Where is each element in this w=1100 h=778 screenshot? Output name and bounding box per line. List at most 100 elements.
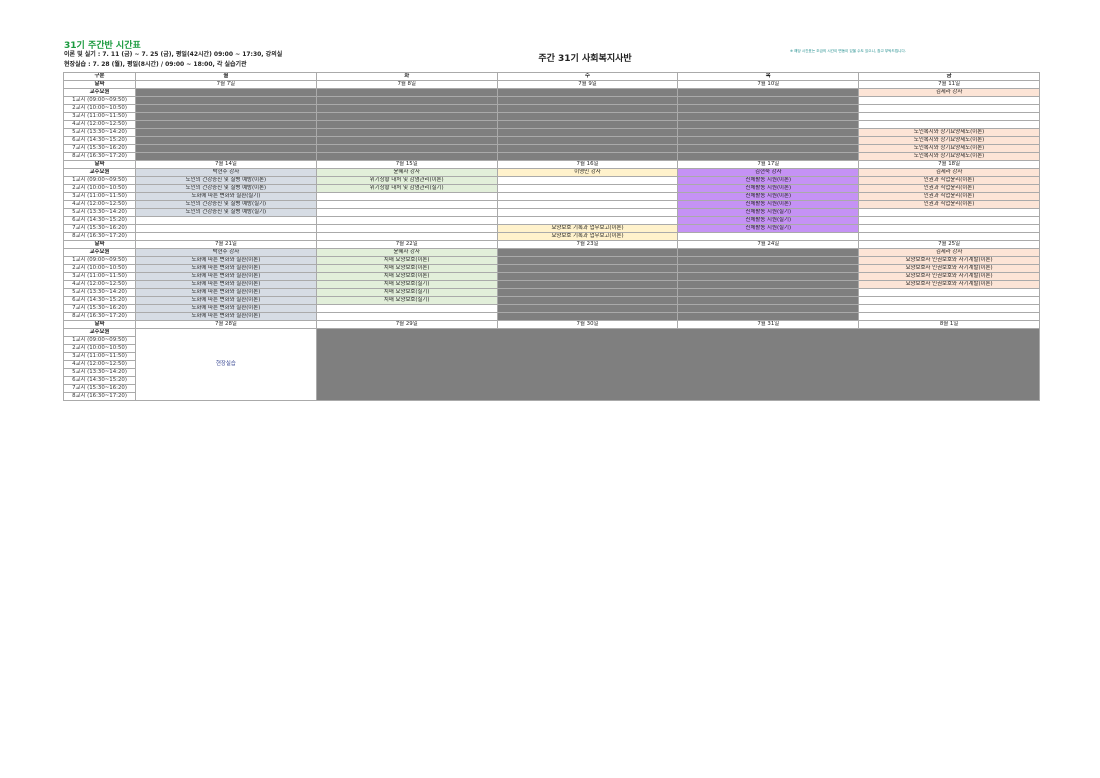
period-label: 6교시 (14:30~15:20) [63, 136, 136, 145]
period-label: 5교시 (13:30~14:20) [63, 208, 136, 217]
period-label: 5교시 (13:30~14:20) [63, 368, 136, 377]
period-row: 7교시 (15:30~16:20)노화에 따른 변화와 질환(이론) [63, 304, 1040, 313]
date-label: 날짜 [63, 240, 136, 249]
instructor-cell: 김세라 강사 [858, 88, 1040, 97]
date-cell: 7월 9일 [496, 80, 679, 89]
day-header: 월 [135, 72, 317, 81]
class-cell [496, 176, 679, 185]
period-label: 4교시 (12:00~12:50) [63, 280, 136, 289]
instructor-label: 교수요원 [63, 168, 136, 177]
class-cell: 노화에 따른 변화와 질환(이론) [135, 280, 317, 289]
class-cell: 치매 요양보호(이론) [315, 272, 498, 281]
class-cell: 인권과 직업윤리(이론) [858, 176, 1040, 185]
class-cell: 노화에 따른 변화와 질환(실기) [135, 192, 317, 201]
class-cell: 노인의 건강증진 및 질병 예방(실기) [135, 208, 317, 217]
class-cell [315, 144, 498, 153]
class-cell [496, 152, 679, 161]
class-cell [677, 112, 860, 121]
date-label: 날짜 [63, 320, 136, 329]
period-row: 1교시 (09:00~09:50)노인의 건강증진 및 질병 예방(이론)위기상… [63, 176, 1040, 185]
class-cell: 신체활동 지원(이론) [677, 200, 860, 209]
period-row: 2교시 (10:00~10:50)노화에 따른 변화와 질환(이론)치매 요양보… [63, 264, 1040, 273]
date-cell: 7월 10일 [677, 80, 860, 89]
class-cell [135, 120, 317, 129]
class-cell: 신체활동 지원(실기) [677, 216, 860, 225]
day-header: 수 [496, 72, 679, 81]
class-cell [858, 208, 1040, 217]
schedule-note: ※ 해당 시간표는 조금의 시간이 변동이 있을 수도 있으니, 참고 부탁드립… [790, 49, 906, 53]
date-label: 날짜 [63, 80, 136, 89]
class-cell [677, 232, 860, 241]
class-cell [315, 120, 498, 129]
class-cell: 치매 요양보호(실기) [315, 280, 498, 289]
class-cell [135, 128, 317, 137]
class-cell [496, 200, 679, 209]
instructor-cell [315, 88, 498, 97]
class-cell [677, 288, 860, 297]
class-cell [315, 208, 498, 217]
instructor-cell [135, 88, 317, 97]
class-cell [496, 312, 679, 321]
instructor-cell [496, 248, 679, 257]
period-label: 4교시 (12:00~12:50) [63, 200, 136, 209]
period-label: 2교시 (10:00~10:50) [63, 264, 136, 273]
date-cell: 7월 15일 [315, 160, 498, 169]
instructor-cell [496, 88, 679, 97]
class-cell [496, 144, 679, 153]
date-cell: 8월 1일 [858, 320, 1040, 329]
class-cell [858, 120, 1040, 129]
period-label: 3교시 (11:00~11:50) [63, 272, 136, 281]
class-cell [496, 264, 679, 273]
period-label: 4교시 (12:00~12:50) [63, 360, 136, 369]
instructor-label: 교수요원 [63, 328, 136, 337]
period-label: 8교시 (16:30~17:20) [63, 232, 136, 241]
class-cell [677, 312, 860, 321]
period-row: 7교시 (15:30~16:20)요양보호 기록과 업무보고(이론)신체활동 지… [63, 224, 1040, 233]
class-cell: 노화에 따른 변화와 질환(이론) [135, 304, 317, 313]
class-cell [677, 272, 860, 281]
period-label: 1교시 (09:00~09:50) [63, 336, 136, 345]
period-row: 5교시 (13:30~14:20)노인복지와 장기요양제도(이론) [63, 128, 1040, 137]
class-cell [858, 216, 1040, 225]
instructor-cell: 이영민 강사 [496, 168, 679, 177]
date-cell: 7월 31일 [677, 320, 860, 329]
instructor-label: 교수요원 [63, 248, 136, 257]
class-cell [315, 96, 498, 105]
class-cell: 노화에 따른 변화와 질환(이론) [135, 312, 317, 321]
class-cell: 인권과 직업윤리(이론) [858, 192, 1040, 201]
period-row: 1교시 (09:00~09:50) [63, 96, 1040, 105]
instructor-cell [677, 88, 860, 97]
period-row: 4교시 (12:00~12:50)노인의 건강증진 및 질병 예방(실기)신체활… [63, 200, 1040, 209]
class-cell [496, 208, 679, 217]
period-label: 7교시 (15:30~16:20) [63, 384, 136, 393]
period-row: 6교시 (14:30~15:20)신체활동 지원(실기) [63, 216, 1040, 225]
period-row: 8교시 (16:30~17:20)요양보호 기록과 업무보고(이론) [63, 232, 1040, 241]
period-label: 2교시 (10:00~10:50) [63, 104, 136, 113]
date-cell: 7월 30일 [496, 320, 679, 329]
period-row: 6교시 (14:30~15:20)노인복지와 장기요양제도(이론) [63, 136, 1040, 145]
period-row: 2교시 (10:00~10:50)노인의 건강증진 및 질병 예방(이론)위기상… [63, 184, 1040, 193]
date-cell: 7월 16일 [496, 160, 679, 169]
period-label: 3교시 (11:00~11:50) [63, 192, 136, 201]
period-row: 5교시 (13:30~14:20)노화에 따른 변화와 질환(이론)치매 요양보… [63, 288, 1040, 297]
class-cell [677, 128, 860, 137]
period-row: 6교시 (14:30~15:20)노화에 따른 변화와 질환(이론)치매 요양보… [63, 296, 1040, 305]
field-practice-cell: 현장실습 [135, 328, 317, 401]
date-cell: 7월 24일 [677, 240, 860, 249]
class-cell: 위기상황 대처 및 감염관리(이론) [315, 176, 498, 185]
class-cell: 요양보호사 인권보호와 자기계발(이론) [858, 256, 1040, 265]
period-row: 8교시 (16:30~17:20)노화에 따른 변화와 질환(이론) [63, 312, 1040, 321]
class-cell [496, 304, 679, 313]
class-cell [858, 304, 1040, 313]
class-cell [135, 136, 317, 145]
date-cell: 7월 22일 [315, 240, 498, 249]
date-cell: 7월 17일 [677, 160, 860, 169]
class-cell: 요양보호 기록과 업무보고(이론) [496, 224, 679, 233]
class-cell [496, 256, 679, 265]
class-cell [315, 104, 498, 113]
class-cell [677, 144, 860, 153]
date-cell: 7월 14일 [135, 160, 317, 169]
